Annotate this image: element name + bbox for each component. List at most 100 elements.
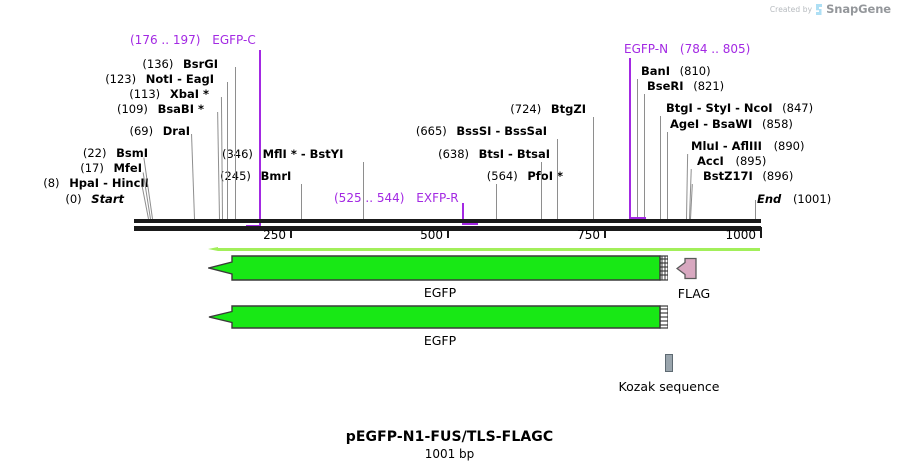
dna-backbone-top-strand[interactable] (134, 219, 761, 223)
plasmid-title-block: pEGFP-N1-FUS/TLS-FLAGC 1001 bp (0, 429, 899, 461)
snapgene-watermark: Created by SnapGene (770, 2, 891, 16)
ruler-tick-250 (290, 227, 292, 238)
enzyme-name-mlui-afliii: MluI - AflIII (691, 139, 762, 153)
leader-line-noti (227, 82, 229, 219)
enzyme-label-bseri[interactable]: BseRI (821) (647, 80, 724, 93)
primer-marker-egfp-n-vertical[interactable] (629, 58, 631, 219)
feature-label-flag: FLAG (677, 286, 711, 301)
enzyme-label-btgzi[interactable]: (724) BtgZI (510, 103, 586, 116)
enzyme-name-bsabi: BsaBI * (157, 102, 204, 116)
ruler-label-250: 250 (263, 228, 286, 242)
primer-label-egfp-c[interactable]: (176 .. 197) EGFP-C (130, 34, 256, 47)
primer-name-exfp-r: EXFP-R (416, 191, 459, 205)
sequence-end-label: End (1001) (757, 193, 831, 206)
enzyme-label-pfoi[interactable]: (564) PfoI * (487, 170, 563, 183)
enzyme-pos-bsssi-bsssai: (665) (415, 124, 447, 138)
leader-line-bmri (301, 184, 303, 219)
ruler-tick-750 (604, 227, 606, 238)
feature-flag-block-arrow[interactable] (676, 257, 697, 280)
feature-egfp-block-arrow-2[interactable] (208, 305, 668, 329)
enzyme-name-noti-eagi: NotI - EagI (145, 72, 214, 86)
enzyme-pos-mlui-afliii: (890) (773, 139, 805, 153)
leader-line-end (755, 200, 757, 219)
primer-marker-egfp-c-vertical[interactable] (259, 50, 261, 227)
sequence-start-text: Start (91, 192, 124, 206)
feature-egfp-block-arrow-1[interactable] (208, 255, 668, 281)
enzyme-label-xbai[interactable]: (113) XbaI * (129, 88, 209, 101)
enzyme-label-bsmi[interactable]: (22) BsmI (83, 147, 148, 160)
leader-line-agei (667, 132, 669, 219)
enzyme-label-bsssi-bsssai[interactable]: (665) BssSI - BssSaI (416, 125, 547, 138)
plasmid-length: 1001 bp (424, 447, 475, 461)
enzyme-label-bsabi[interactable]: (109) BsaBI * (117, 103, 204, 116)
enzyme-label-bsrgi[interactable]: (136) BsrGI (142, 58, 218, 71)
enzyme-name-bani: BanI (641, 64, 670, 78)
enzyme-label-hpai-hincii[interactable]: (8) HpaI - HincII (43, 177, 149, 190)
sequence-start-label: (0) Start (65, 193, 124, 206)
primer-marker-egfp-n-foot[interactable] (629, 217, 646, 219)
enzyme-label-mfei[interactable]: (17) MfeI (80, 162, 142, 175)
enzyme-name-mfei: MfeI (113, 161, 142, 175)
primer-range-exfp-r: (525 .. 544) (334, 191, 405, 205)
leader-line-bsabi (217, 111, 221, 219)
enzyme-label-bstz17i[interactable]: BstZ17I (896) (703, 170, 793, 183)
enzyme-pos-bani: (810) (679, 64, 711, 78)
enzyme-label-btsi-btsai[interactable]: (638) BtsI - BtsaI (438, 148, 550, 161)
enzyme-name-btsi-btsai: BtsI - BtsaI (478, 147, 550, 161)
primer-label-exfp-r[interactable]: (525 .. 544) EXFP-R (334, 192, 459, 205)
feature-label-kozak-sequence: Kozak sequence (618, 379, 720, 394)
ruler-tick-1000 (760, 227, 762, 238)
enzyme-pos-bsrgi: (136) (142, 57, 174, 71)
arrow-head-left-icon (208, 247, 218, 251)
enzyme-name-bsrgi: BsrGI (183, 57, 218, 71)
enzyme-name-hpai-hincii: HpaI - HincII (69, 176, 149, 190)
watermark-created-by-label: Created by (769, 4, 813, 14)
enzyme-name-agei-bsawi: AgeI - BsaWI (670, 117, 753, 131)
enzyme-label-mfli-bstyi[interactable]: (346) MflI * - BstYI (222, 148, 343, 161)
primer-name-egfp-c: EGFP-C (212, 33, 256, 47)
leader-line-bani (637, 79, 639, 219)
enzyme-pos-btgzi: (724) (510, 102, 542, 116)
enzyme-pos-noti-eagi: (123) (105, 72, 137, 86)
enzyme-label-bmri[interactable]: (245) BmrI (220, 170, 291, 183)
primer-name-egfp-n: EGFP-N (624, 42, 669, 56)
enzyme-label-acci[interactable]: AccI (895) (697, 155, 766, 168)
enzyme-name-bsmi: BsmI (116, 146, 148, 160)
enzyme-label-bani[interactable]: BanI (810) (641, 65, 711, 78)
leader-line-bsrgi (235, 67, 237, 219)
enzyme-name-mfli-bstyi: MflI * - BstYI (262, 147, 344, 161)
sequence-end-pos: (1001) (792, 192, 832, 206)
leader-line-bseri (644, 94, 646, 219)
enzyme-label-mlui-afliii[interactable]: MluI - AflIII (890) (691, 140, 805, 153)
enzyme-pos-bsmi: (22) (82, 146, 107, 160)
ruler-tick-500 (447, 227, 449, 238)
primer-label-egfp-n[interactable]: EGFP-N (784 .. 805) (624, 43, 750, 56)
leader-line-mfli (363, 162, 365, 219)
sequence-start-pos: (0) (65, 192, 82, 206)
enzyme-pos-bstz17i: (896) (762, 169, 794, 183)
primer-marker-exfp-r-foot[interactable] (462, 223, 478, 225)
enzyme-pos-drai: (69) (129, 124, 154, 138)
enzyme-label-btgi-styi-ncoi[interactable]: BtgI - StyI - NcoI (847) (666, 102, 813, 115)
primer-marker-exfp-r-vertical[interactable] (462, 203, 464, 225)
primer-range-egfp-n: (784 .. 805) (679, 42, 751, 56)
leader-line-btsi (541, 162, 543, 219)
feature-egfp-thin-arrow[interactable] (208, 247, 760, 252)
enzyme-name-btgi-styi-ncoi: BtgI - StyI - NcoI (666, 101, 773, 115)
sequence-end-text: End (757, 192, 782, 206)
enzyme-label-drai[interactable]: (69) DraI (129, 125, 190, 138)
enzyme-label-noti-eagi[interactable]: (123) NotI - EagI (105, 73, 214, 86)
leader-line-btgzi (593, 117, 595, 219)
enzyme-label-agei-bsawi[interactable]: AgeI - BsaWI (858) (670, 118, 793, 131)
enzyme-name-pfoi: PfoI * (527, 169, 563, 183)
arrow-shaft (218, 248, 760, 251)
feature-label-egfp-2: EGFP (423, 333, 457, 348)
snapgene-logo-icon (815, 3, 823, 15)
enzyme-pos-bsabi: (109) (116, 102, 148, 116)
enzyme-name-drai: DraI (162, 124, 190, 138)
feature-kozak-sequence-box[interactable] (665, 354, 673, 372)
enzyme-pos-btsi-btsai: (638) (438, 147, 470, 161)
ruler-label-750: 750 (577, 228, 600, 242)
enzyme-name-acci: AccI (697, 154, 724, 168)
